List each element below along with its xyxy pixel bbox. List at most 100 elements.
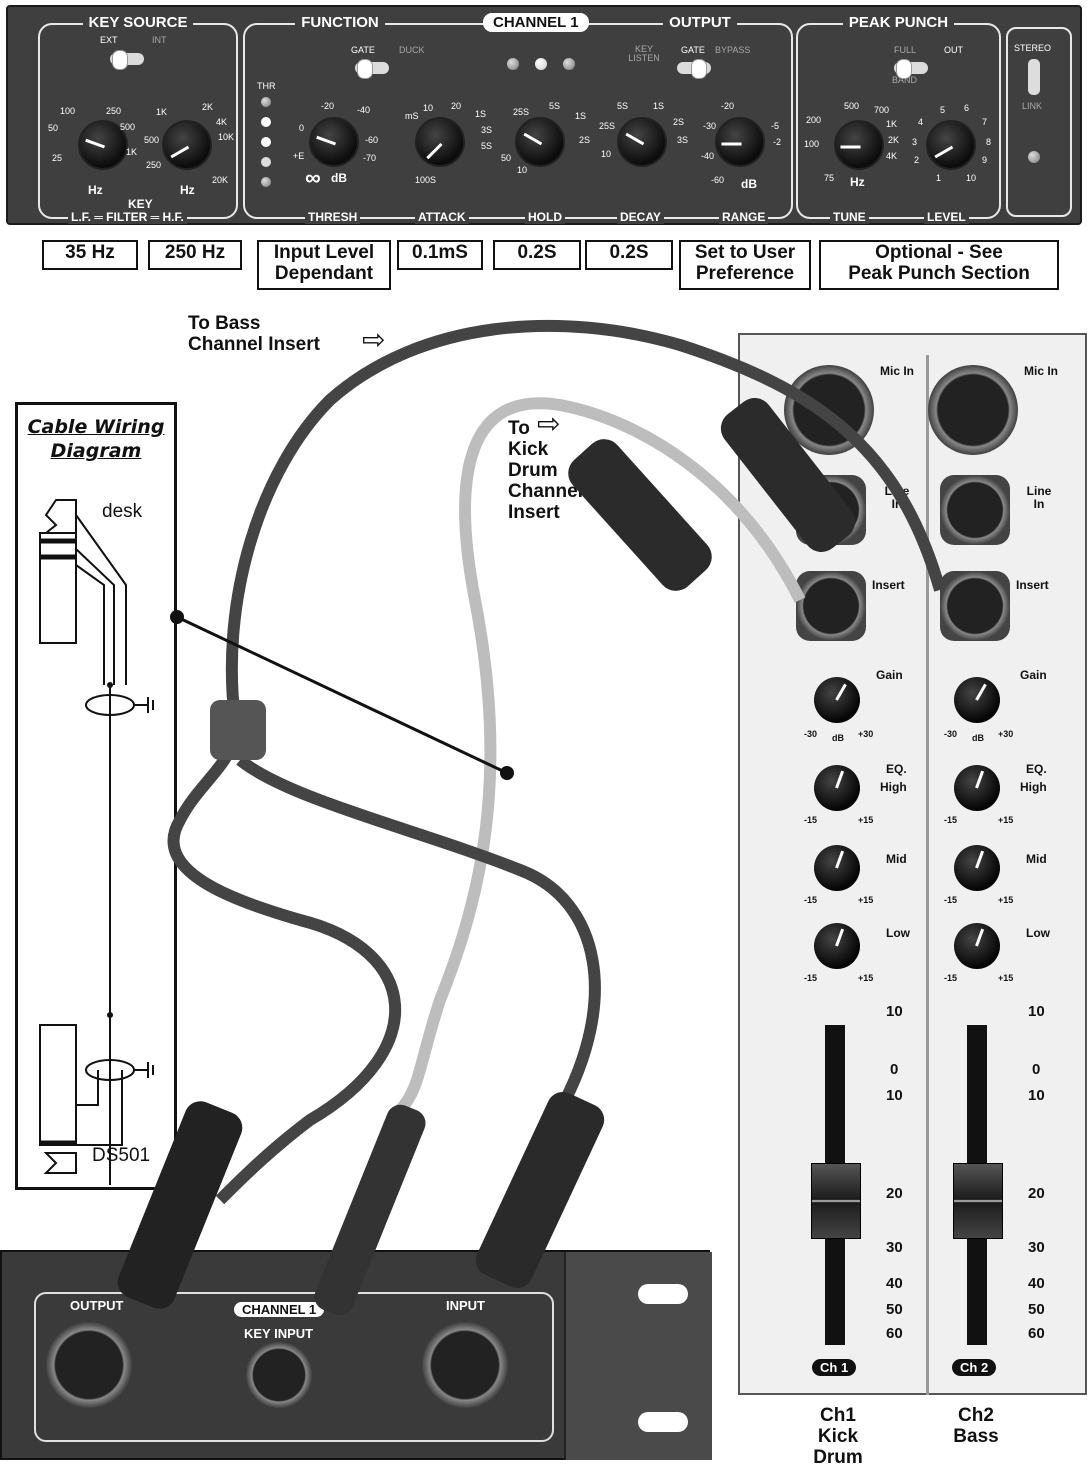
attack-setting-box: 0.1mS [397, 240, 483, 270]
ch1-eq-mid-knob[interactable] [814, 845, 860, 891]
ch2-gain-max: +30 [998, 729, 1014, 739]
link-led [1028, 151, 1040, 163]
level-tick-4: 4 [918, 117, 924, 127]
tune-knob[interactable] [834, 120, 884, 170]
peak-punch-switch[interactable] [894, 59, 928, 79]
ch2-line-in-jack[interactable] [940, 475, 1010, 545]
ch2-eq-low-max: +15 [998, 973, 1014, 983]
key-source-switch[interactable] [110, 50, 144, 70]
peak-band-label: BAND [892, 75, 918, 85]
rear-key-input-jack[interactable] [246, 1342, 312, 1408]
decay-tick-1s: 1S [653, 101, 665, 111]
gate-rear-panel: OUTPUT CHANNEL 1 KEY INPUT INPUT [0, 1250, 712, 1460]
ch2-mic-in-jack[interactable] [928, 365, 1018, 455]
ch1-scale-40: 40 [886, 1275, 903, 1292]
status-led-1 [507, 58, 519, 70]
rear-channel-label: CHANNEL 1 [234, 1302, 325, 1317]
level-knob[interactable] [926, 120, 976, 170]
ch2-fader-cap[interactable] [953, 1163, 1003, 1239]
ch1-insert-jack[interactable] [796, 571, 866, 641]
hold-label: HOLD [525, 210, 565, 224]
hold-knob[interactable] [515, 117, 565, 167]
ch2-eq-mid-min: -15 [944, 895, 958, 905]
attack-tick-100s: 100S [415, 175, 437, 185]
ch2-scale-10b: 10 [1028, 1087, 1045, 1104]
tune-tick-2k: 2K [888, 135, 900, 145]
ch2-gain-knob[interactable] [954, 677, 1000, 723]
range-setting-line2: Preference [695, 263, 795, 284]
ch2-caption: Ch2 Bass [946, 1405, 1006, 1447]
ch1-gain-label: Gain [876, 668, 903, 682]
lf-filter-knob[interactable] [78, 120, 128, 170]
ch1-eq-low-knob[interactable] [814, 923, 860, 969]
ch2-high-label: High [1020, 780, 1047, 794]
kick-insert-plug [568, 439, 712, 591]
ch1-gain-knob[interactable] [814, 677, 860, 723]
thresh-tick-m70: -70 [363, 153, 377, 163]
kick-branch-cable [236, 755, 601, 1113]
lf-tick-250: 250 [106, 106, 122, 116]
stereo-link-switch[interactable] [1028, 59, 1040, 95]
ch1-scale-60: 60 [886, 1325, 903, 1342]
ch2-eq-mid-knob[interactable] [954, 845, 1000, 891]
attack-knob[interactable] [415, 117, 465, 167]
tune-label: TUNE [830, 210, 869, 224]
int-label: INT [152, 35, 167, 45]
ch1-eq-high-knob[interactable] [814, 765, 860, 811]
rear-input-xlr-jack[interactable] [422, 1322, 508, 1408]
ch1-line-in-label: Line In [884, 484, 910, 511]
hold-tick-2s: 2S [579, 135, 591, 145]
thresh-tick-m20: -20 [321, 101, 335, 111]
kick-annotation-line3: Drum [508, 460, 558, 481]
kick-annotation-line4: Channel [508, 481, 583, 502]
ch2-gain-label: Gain [1020, 668, 1047, 682]
hf-filter-knob[interactable] [162, 120, 212, 170]
peak-setting-line2: Peak Punch Section [848, 263, 1030, 284]
hf-tick-500: 500 [144, 135, 160, 145]
thresh-label: THRESH [305, 210, 361, 224]
ch2-scale-60: 60 [1028, 1325, 1045, 1342]
output-switch[interactable] [677, 59, 711, 79]
ch1-mic-in-jack[interactable] [784, 365, 874, 455]
status-led-2 [535, 58, 547, 70]
function-section: FUNCTION OUTPUT GATE DUCK KEY LISTEN GAT… [243, 14, 793, 224]
range-knob[interactable] [715, 117, 765, 167]
ch2-eq-high-max: +15 [998, 815, 1014, 825]
thresh-setting-box: Input Level Dependant [257, 240, 391, 290]
peak-out-label: OUT [944, 45, 963, 55]
ch2-mic-in-label: Mic In [1024, 364, 1059, 378]
ch1-scale-50: 50 [886, 1301, 903, 1318]
bypass-label: BYPASS [715, 45, 751, 55]
ch1-line-in-jack[interactable] [796, 475, 866, 545]
range-tick-m20: -20 [721, 101, 735, 111]
function-switch[interactable] [355, 59, 389, 79]
ch2-insert-jack[interactable] [940, 571, 1010, 641]
range-tick-m40: -40 [701, 151, 715, 161]
link-label: LINK [1022, 101, 1043, 111]
gate-front-panel: KEY SOURCE EXT INT 25 50 100 250 500 1K … [6, 5, 1082, 225]
thresh-knob[interactable] [309, 117, 359, 167]
ext-label: EXT [100, 35, 118, 45]
ch2-eq-high-knob[interactable] [954, 765, 1000, 811]
ch1-eq-low-min: -15 [804, 973, 818, 983]
rear-output-xlr-jack[interactable] [46, 1322, 132, 1408]
stereo-link-section: STEREO LINK [1006, 27, 1072, 217]
hf-tick-4k: 4K [216, 117, 228, 127]
rear-key-input-label: KEY INPUT [244, 1326, 314, 1341]
decay-knob[interactable] [617, 117, 667, 167]
lf-tick-50: 50 [48, 123, 59, 133]
ch2-scale-20: 20 [1028, 1185, 1045, 1202]
peak-setting-line1: Optional - See [875, 242, 1003, 263]
ch2-eq-low-knob[interactable] [954, 923, 1000, 969]
level-tick-10: 10 [966, 173, 977, 183]
lf-setting-box: 35 Hz [42, 240, 138, 270]
ch2-scale-10a: 10 [1028, 1003, 1045, 1020]
kick-annotation-line2: Kick [508, 439, 549, 460]
thresh-tick-e: +E [293, 151, 305, 161]
peak-punch-section: PEAK PUNCH FULL OUT BAND 75 200 500 700 … [796, 14, 1001, 224]
ch1-fader-cap[interactable] [811, 1163, 861, 1239]
key-label: KEY [128, 197, 153, 211]
ch1-mic-in-label: Mic In [880, 364, 915, 378]
cable-wiring-diagram: Cable Wiring Diagram desk DS501 [15, 402, 177, 1190]
decay-tick-10: 10 [601, 149, 612, 159]
